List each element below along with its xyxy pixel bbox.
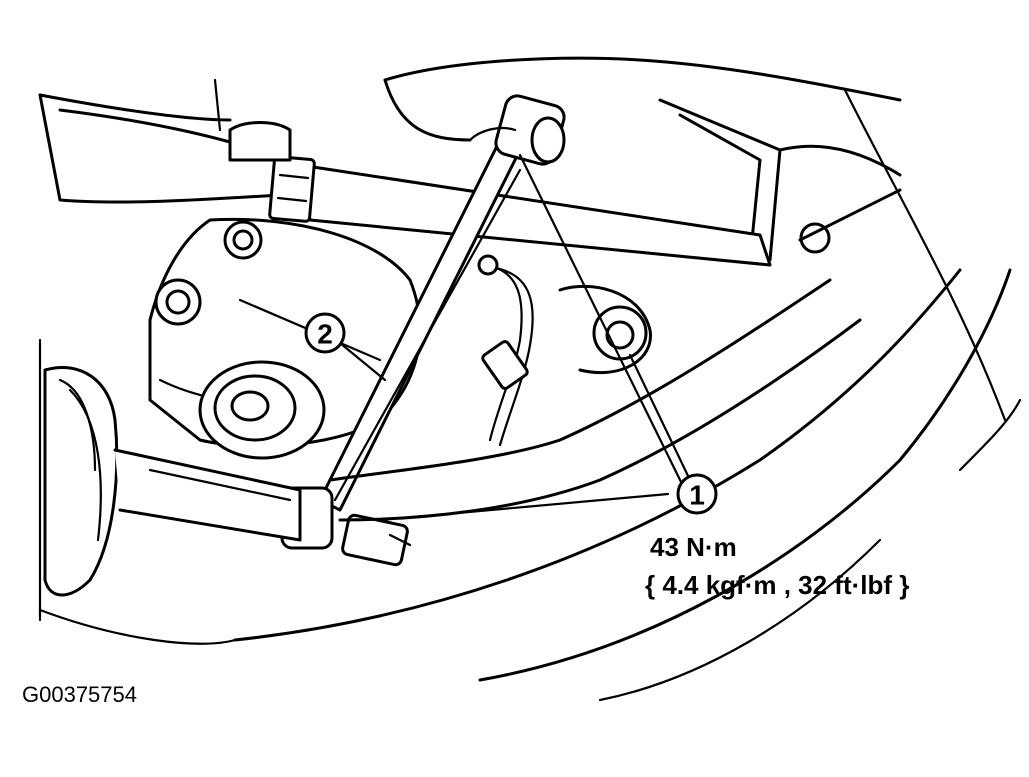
link-lower-thread bbox=[388, 533, 412, 547]
bottom-arc bbox=[598, 538, 882, 702]
knuckle-bolt-top-inner bbox=[232, 229, 254, 251]
upper-left-body bbox=[213, 78, 222, 132]
callout-1-circle bbox=[676, 473, 718, 515]
right-bolt-head bbox=[799, 222, 831, 254]
brake-line-clip bbox=[481, 340, 529, 390]
link-upper-nut bbox=[530, 116, 566, 164]
boot-rib-2 bbox=[68, 388, 102, 542]
right-fender-curve bbox=[843, 88, 1007, 422]
lower-arm-upper-edge bbox=[328, 278, 832, 482]
torque-value-metric: 43 N·m bbox=[650, 532, 737, 562]
bushing-mid bbox=[213, 374, 297, 442]
right-fender-curve-2 bbox=[958, 398, 1022, 472]
mount-bolt-inner bbox=[605, 320, 635, 350]
brake-line bbox=[483, 263, 523, 442]
leader-line-2 bbox=[338, 341, 387, 382]
torque-value-alternate: { 4.4 kgf·m , 32 ft·lbf } bbox=[645, 570, 910, 600]
knuckle-bolt-left-inner bbox=[165, 289, 191, 315]
bushing-inner bbox=[230, 390, 270, 422]
figure-id: G00375754 bbox=[22, 682, 137, 707]
right-bracket bbox=[778, 144, 902, 177]
brake-line-fitting bbox=[477, 254, 499, 276]
leader-line-1c bbox=[378, 492, 670, 522]
knuckle-bolt-left bbox=[154, 278, 202, 326]
frame-top-arc bbox=[383, 56, 902, 102]
leader-line-1a bbox=[518, 153, 685, 488]
mount-bracket bbox=[558, 284, 652, 375]
lower-panel-curve-2 bbox=[478, 268, 1012, 682]
tower-inner bbox=[678, 113, 762, 242]
callout-1-number: 1 bbox=[689, 480, 705, 511]
nut-flat-1 bbox=[278, 173, 310, 180]
stabilizer-bar-nut bbox=[268, 155, 316, 223]
brake-line-2 bbox=[493, 266, 534, 447]
upper-control-arm bbox=[38, 93, 282, 204]
mount-bolt-outer bbox=[592, 305, 648, 361]
callout-2-number: 2 bbox=[317, 319, 333, 350]
right-member bbox=[798, 188, 902, 242]
knuckle-bolt-top bbox=[223, 220, 263, 260]
frame-member-right bbox=[383, 78, 472, 142]
nut-flat-2 bbox=[276, 196, 308, 203]
callout-2-circle bbox=[304, 312, 346, 354]
upper-shock-mount bbox=[468, 126, 517, 142]
link-rod-edge bbox=[333, 168, 522, 502]
lower-left-arc bbox=[38, 608, 237, 645]
top-left-bracket bbox=[228, 121, 292, 162]
drive-shaft bbox=[113, 448, 302, 542]
leader-line-1b bbox=[628, 353, 692, 482]
shaft-line bbox=[148, 468, 292, 502]
body-panel-outline bbox=[38, 93, 232, 122]
